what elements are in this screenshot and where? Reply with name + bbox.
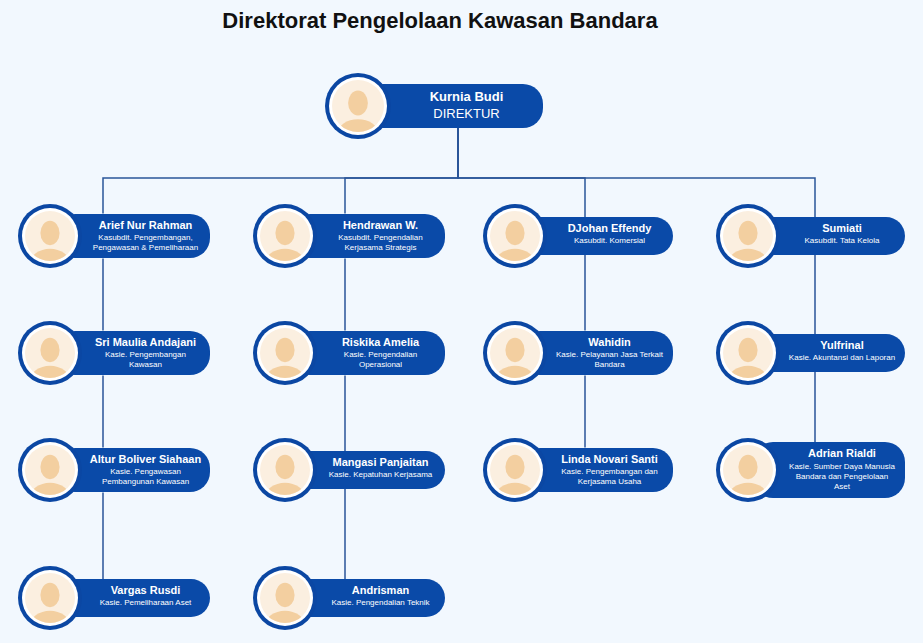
person-name: Wahidin: [554, 336, 665, 349]
avatar-picture: [253, 566, 317, 630]
position-title: Kasie. Sumber Daya Manusia Bandara dan P…: [787, 462, 897, 493]
person-card: Kurnia BudiDIREKTUR: [325, 73, 543, 139]
position-title: Kasie. Pengawasan Pembangunan Kawasan: [89, 467, 202, 488]
org-connector: [102, 375, 104, 447]
chart-title: Direktorat Pengelolaan Kawasan Bandara: [0, 8, 880, 34]
org-connector: [344, 375, 346, 451]
person-name: Kurnia Budi: [398, 89, 535, 105]
avatar-picture: [18, 438, 82, 502]
person-card: Hendrawan W.Kasubdit. Pengendalian Kerja…: [253, 204, 445, 268]
avatar-picture: [325, 73, 391, 139]
org-connector: [584, 375, 586, 447]
person-name: Sri Maulia Andajani: [89, 336, 202, 349]
avatar-picture: [483, 438, 547, 502]
person-name: Vargas Rusdi: [89, 584, 202, 597]
person-name: Sumiati: [787, 222, 897, 235]
position-title: Kasie. Pengembangan dan Kerjasama Usaha: [554, 467, 665, 488]
org-connector: [103, 128, 458, 214]
position-title: Kasubdit. Tata Kelola: [787, 236, 897, 246]
person-card: DJohan EffendyKasubdit. Komersial: [483, 204, 673, 268]
avatar-picture: [716, 204, 780, 268]
avatar-picture: [18, 321, 82, 385]
org-connector: [344, 258, 346, 330]
position-title: Kasie. Pengendalian Operasional: [324, 350, 437, 371]
org-connector: [458, 128, 815, 217]
avatar-picture: [253, 438, 317, 502]
person-name: Hendrawan W.: [324, 219, 437, 232]
position-title: Kasubdit. Pengendalian Kerjasama Strateg…: [324, 233, 437, 254]
person-card: AndrismanKasie. Pengendalian Teknik: [253, 566, 445, 630]
person-name: Yulfrinal: [787, 339, 897, 352]
position-title: Kasie. Pelayanan Jasa Terkait Bandara: [554, 350, 665, 371]
avatar-picture: [716, 321, 780, 385]
person-card: Riskika AmeliaKasie. Pengendalian Operas…: [253, 321, 445, 385]
position-title: Kasubdit. Komersial: [554, 236, 665, 246]
person-name: Mangasi Panjaitan: [324, 456, 437, 469]
person-name: Linda Novari Santi: [554, 453, 665, 466]
avatar-picture: [253, 321, 317, 385]
org-connector: [102, 492, 104, 579]
avatar-picture: [253, 204, 317, 268]
avatar-picture: [483, 321, 547, 385]
person-name: Adrian Rialdi: [787, 447, 897, 460]
person-card: SumiatiKasubdit. Tata Kelola: [716, 204, 905, 268]
person-card: WahidinKasie. Pelayanan Jasa Terkait Ban…: [483, 321, 673, 385]
org-connector: [814, 255, 816, 334]
person-card: Arief Nur RahmanKasubdit. Pengembangan, …: [18, 204, 210, 268]
avatar-picture: [716, 438, 780, 502]
org-connector: [814, 372, 816, 442]
person-card: Adrian RialdiKasie. Sumber Daya Manusia …: [716, 438, 905, 502]
position-title: Kasie. Pengembangan Kawasan: [89, 350, 202, 371]
org-connector: [344, 489, 346, 579]
person-name: Riskika Amelia: [324, 336, 437, 349]
position-title: Kasie. Pengendalian Teknik: [324, 598, 437, 608]
person-name: DJohan Effendy: [554, 222, 665, 235]
person-card: Linda Novari SantiKasie. Pengembangan da…: [483, 438, 673, 502]
person-name: Altur Boliver Siahaan: [89, 453, 202, 466]
org-connector: [584, 255, 586, 331]
avatar-picture: [483, 204, 547, 268]
person-card: Altur Boliver SiahaanKasie. Pengawasan P…: [18, 438, 210, 502]
position-title: DIREKTUR: [398, 106, 535, 123]
person-name: Arief Nur Rahman: [89, 219, 202, 232]
org-connector: [345, 128, 458, 214]
position-title: Kasubdit. Pengembangan, Pengawasan & Pem…: [89, 233, 202, 254]
person-card: Mangasi PanjaitanKasie. Kepatuhan Kerjas…: [253, 438, 445, 502]
position-title: Kasie. Akuntansi dan Laporan: [787, 353, 897, 363]
person-card: Vargas RusdiKasie. Pemeliharaan Aset: [18, 566, 210, 630]
position-title: Kasie. Kepatuhan Kerjasama: [324, 470, 437, 480]
org-connector: [102, 258, 104, 330]
org-connector: [458, 128, 585, 217]
person-card: YulfrinalKasie. Akuntansi dan Laporan: [716, 321, 905, 385]
person-card: Sri Maulia AndajaniKasie. Pengembangan K…: [18, 321, 210, 385]
avatar-picture: [18, 566, 82, 630]
person-name: Andrisman: [324, 584, 437, 597]
avatar-picture: [18, 204, 82, 268]
position-title: Kasie. Pemeliharaan Aset: [89, 598, 202, 608]
